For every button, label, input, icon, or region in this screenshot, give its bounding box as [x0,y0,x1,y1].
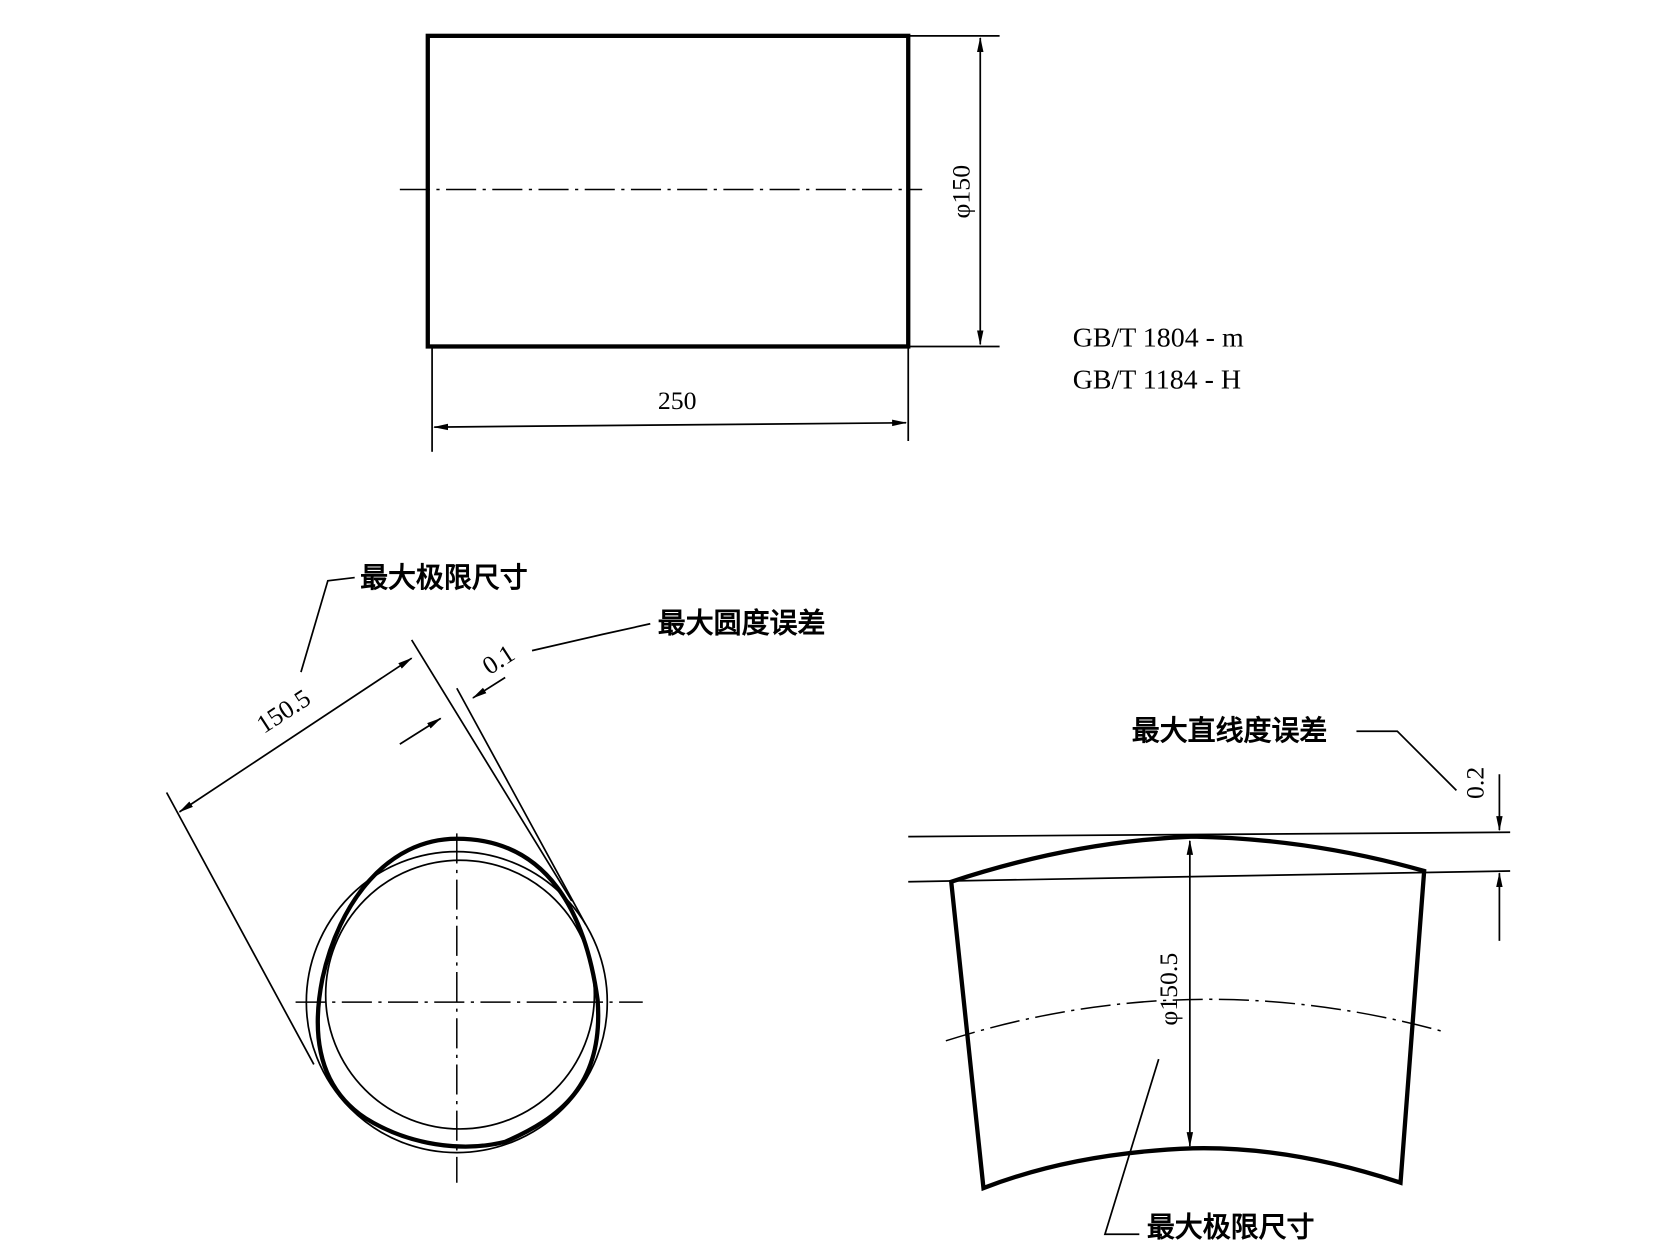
length-dimension-line [433,419,908,431]
max-limit-value: 150.5 [251,683,315,739]
straightness-view: 0.2 最大直线度误差 φ150.5 最大极限尺寸 [908,714,1511,1243]
bent-tube-outline [948,834,1427,1192]
roundness-label: 最大圆度误差 [658,606,826,639]
roundness-value: 0.1 [477,639,520,681]
straightness-value: 0.2 [1460,767,1489,799]
cylinder-top-view: φ150 250 [399,33,1000,452]
standard-general-tolerance: GB/T 1804 - m [1073,322,1244,353]
cylinder-outline [425,33,911,349]
roundness-view: 150.5 最大极限尺寸 0.1 最大圆度误差 [165,561,826,1183]
out-of-round-profile [315,836,601,1149]
diameter-label: φ150 [947,165,976,219]
inner-circle [324,859,596,1130]
diameter-value: φ150.5 [1154,953,1183,1026]
max-limit-label: 最大极限尺寸 [360,561,528,594]
side-max-limit-label: 最大极限尺寸 [1147,1210,1315,1243]
length-label: 250 [658,386,697,415]
standard-geometric-tolerance: GB/T 1184 - H [1073,364,1241,395]
straightness-label: 最大直线度误差 [1132,714,1328,747]
